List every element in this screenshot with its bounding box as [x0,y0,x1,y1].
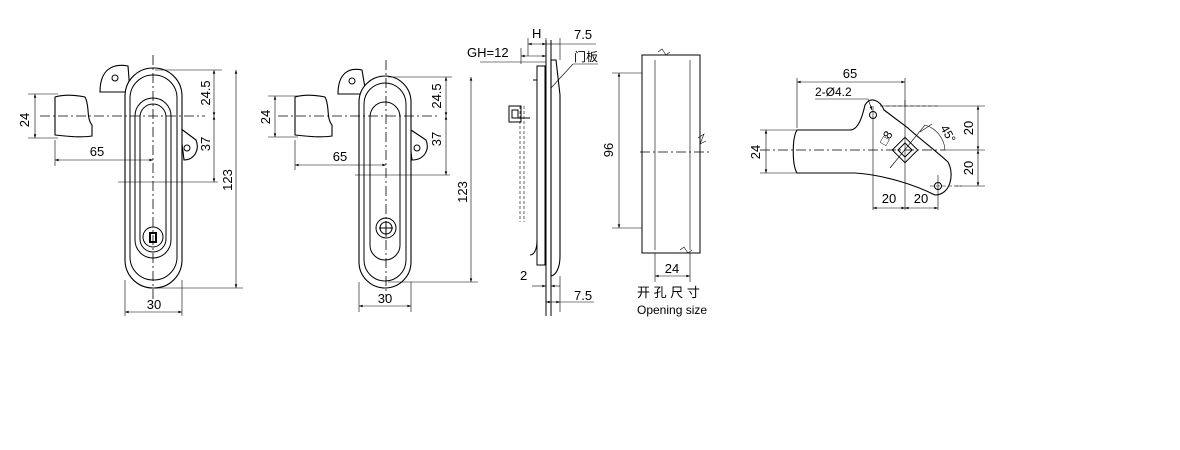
side-view: GH=12 H 7.5 门板 2 7.5 [467,26,598,316]
dim-opening-height: 96 [601,143,616,157]
dim-bottom-thickness: 7.5 [574,288,592,303]
cam-view: 65 2-Ø4.2 □8 45° 20 20 24 20 20 [748,66,985,210]
dim-angle: 45° [937,123,958,146]
dim-cam-height: 24 [748,145,763,159]
dim-top-offset: 24.5 [198,80,213,105]
lower-lug [179,126,198,161]
opening-size-view: 96 24 开 孔 尺 寸 Opening size [601,48,712,317]
handle-body [358,75,412,289]
dim-center-to-pin: 37 [429,132,444,146]
dim-h: H [532,26,541,41]
cam-plate [792,99,952,196]
dim-square: □8 [876,128,895,147]
dim-cam-length: 65 [843,66,857,81]
handle-profile [550,59,561,277]
dim-handle-length: 65 [90,144,104,159]
handle-ear [99,64,131,93]
dim-center-to-pin: 37 [198,137,213,151]
dim-handle-height: 24 [17,113,32,127]
dim-overall-height: 123 [220,169,235,191]
panel-label: 门板 [574,49,598,64]
ear-hole-icon [348,77,356,85]
handle-arm [294,94,333,138]
dim-base-right: 20 [914,191,928,206]
caption-cn: 开 孔 尺 寸 [637,285,700,300]
handle-body [124,67,183,289]
dim-hole-count-diameter: 2-Ø4.2 [815,85,852,99]
dim-base-thickness: 2 [520,268,527,283]
dim-handle-height: 24 [258,110,273,124]
dim-base-left: 20 [882,191,896,206]
handle-ear [337,68,367,95]
dim-width: 30 [378,291,392,306]
front-view-key-lock: 24 65 24.5 37 123 30 [17,55,243,316]
opening-outline [641,54,701,254]
front-view-screw: 24 65 24.5 37 123 30 [258,60,478,312]
lower-lug [407,126,428,161]
dim-lower-offset: 20 [961,161,976,175]
dim-top-offset: 24.5 [429,83,444,108]
key-lock-icon [142,226,164,248]
dim-handle-length: 65 [333,149,347,164]
ear-hole-icon [111,74,119,82]
dim-overall-height: 123 [455,181,470,203]
dim-upper-offset: 20 [961,121,976,135]
dim-gh: GH=12 [467,45,509,60]
caption-en: Opening size [637,303,707,317]
handle-arm [54,94,93,138]
dim-width: 30 [147,297,161,312]
dim-opening-width: 24 [665,261,679,276]
dim-top-thickness: 7.5 [574,27,592,42]
